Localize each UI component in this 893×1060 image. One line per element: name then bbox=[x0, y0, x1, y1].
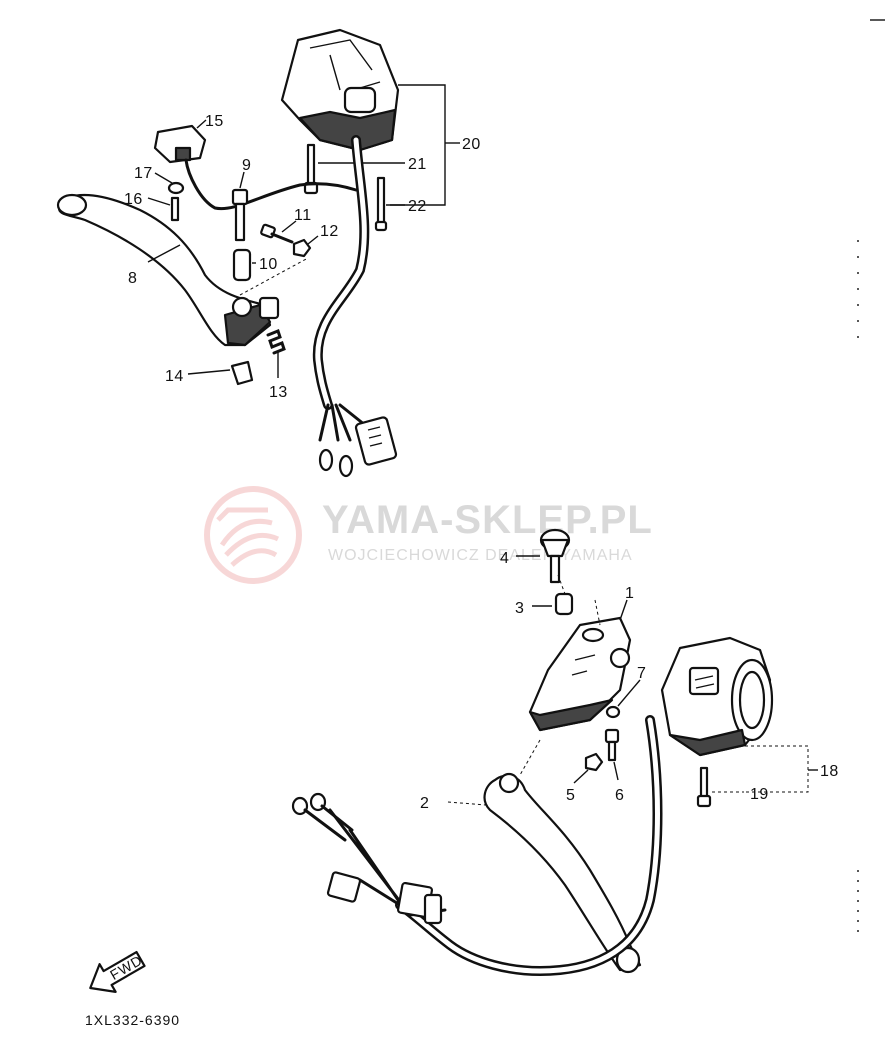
part-label-16: 16 bbox=[124, 191, 143, 208]
bolt-11 bbox=[260, 223, 294, 244]
screw-19 bbox=[696, 766, 712, 808]
part-label-15: 15 bbox=[205, 113, 224, 130]
collar-3 bbox=[554, 592, 574, 616]
yamaha-logo-icon bbox=[204, 486, 302, 584]
part-label-14: 14 bbox=[165, 368, 184, 385]
watermark: YAMA-SKLEP.PL WOJCIECHOWICZ DEALER YAMAH… bbox=[204, 486, 653, 584]
part-label-19: 19 bbox=[750, 786, 769, 803]
pivot-bolt-4 bbox=[539, 528, 571, 584]
clutch-lever bbox=[56, 193, 280, 347]
lever-holder bbox=[528, 616, 632, 732]
lower-connectors bbox=[291, 792, 447, 925]
screw-7 bbox=[605, 705, 621, 719]
left-switch-housing bbox=[280, 28, 400, 152]
part-label-10: 10 bbox=[259, 256, 278, 273]
part-label-4: 4 bbox=[500, 550, 509, 567]
front-arrow-label: FWD bbox=[107, 952, 145, 983]
watermark-title: YAMA-SKLEP.PL bbox=[322, 498, 653, 542]
screw-22 bbox=[374, 176, 388, 232]
part-label-20: 20 bbox=[462, 136, 481, 153]
part-labels: 1 2 3 4 5 6 7 8 9 10 11 12 13 14 15 16 1… bbox=[124, 113, 839, 812]
screw-21 bbox=[303, 143, 319, 195]
part-label-6: 6 bbox=[615, 787, 624, 804]
brake-lever bbox=[483, 772, 642, 974]
right-switch-housing bbox=[660, 636, 774, 757]
part-label-18: 18 bbox=[820, 763, 839, 780]
boot-14 bbox=[230, 360, 254, 386]
part-label-9: 9 bbox=[242, 157, 251, 174]
bolt-6 bbox=[604, 728, 620, 762]
collar-10 bbox=[232, 248, 252, 282]
nut-5 bbox=[584, 752, 604, 772]
part-label-7: 7 bbox=[637, 665, 646, 682]
bolt-9 bbox=[231, 188, 249, 242]
washer-17 bbox=[167, 181, 185, 195]
part-label-1: 1 bbox=[625, 585, 634, 602]
upper-connectors bbox=[318, 403, 398, 478]
part-label-5: 5 bbox=[566, 787, 575, 804]
part-label-3: 3 bbox=[515, 600, 524, 617]
part-label-13: 13 bbox=[269, 384, 288, 401]
nut-12 bbox=[292, 238, 312, 258]
drawing-code: 1XL332-6390 bbox=[85, 1012, 180, 1028]
part-label-21: 21 bbox=[408, 156, 427, 173]
bracket-20 bbox=[390, 84, 446, 206]
part-label-8: 8 bbox=[128, 270, 137, 287]
screw-16 bbox=[170, 196, 180, 222]
part-label-2: 2 bbox=[420, 795, 429, 812]
part-label-11: 11 bbox=[294, 207, 312, 224]
part-label-12: 12 bbox=[320, 223, 339, 240]
scan-edge-marks bbox=[857, 19, 885, 940]
part-label-17: 17 bbox=[134, 165, 153, 182]
front-arrow-icon: FWD bbox=[89, 950, 146, 993]
clutch-switch bbox=[153, 124, 358, 211]
watermark-subtitle: WOJCIECHOWICZ DEALER YAMAHA bbox=[328, 547, 633, 564]
spring-13 bbox=[266, 329, 286, 355]
part-label-22: 22 bbox=[408, 198, 427, 215]
